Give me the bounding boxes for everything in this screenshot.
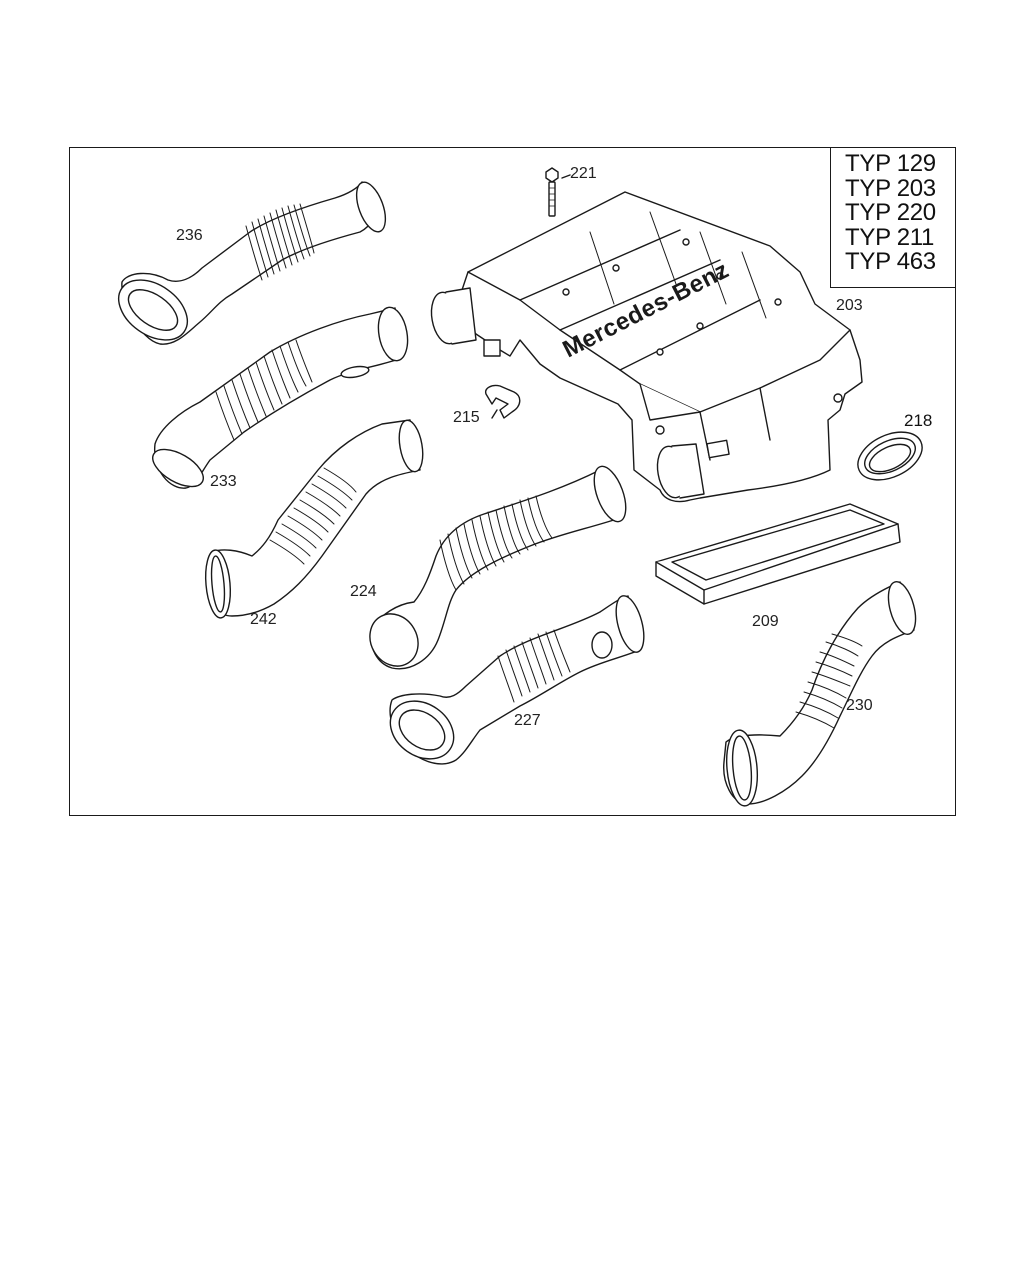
type-model-2: TYP 203 [845,174,936,202]
label-227: 227 [514,712,541,729]
part-seal-ring-218 [857,431,923,481]
part-air-filter-housing-203: Mercedes-Benz [430,191,863,503]
type-model-1: TYP 129 [845,150,936,177]
type-model-3: TYP 220 [845,199,936,226]
part-intake-duct-230 [723,581,917,807]
label-209: 209 [752,613,779,630]
part-filter-element-209 [655,503,901,605]
part-intake-duct-224 [369,465,627,670]
part-intake-duct-227 [389,595,645,765]
label-233: 233 [210,473,237,490]
label-215: 215 [453,409,480,426]
label-242: 242 [250,611,277,628]
label-203: 203 [836,297,863,314]
label-218: 218 [904,411,933,430]
label-224: 224 [350,583,377,600]
part-bolt-221 [545,167,571,217]
part-intake-duct-236 [118,181,387,345]
label-230: 230 [846,697,873,714]
label-221: 221 [570,165,597,182]
part-clip-215 [485,384,521,419]
type-model-5: TYP 463 [845,248,936,275]
part-intake-duct-233 [152,306,409,489]
part-intake-duct-242 [204,419,424,619]
label-236: 236 [176,227,203,244]
diagram-frame [69,147,956,816]
type-model-box: TYP 129 TYP 203 TYP 220 TYP 211 TYP 463 [830,147,956,288]
type-model-4: TYP 211 [845,223,935,251]
